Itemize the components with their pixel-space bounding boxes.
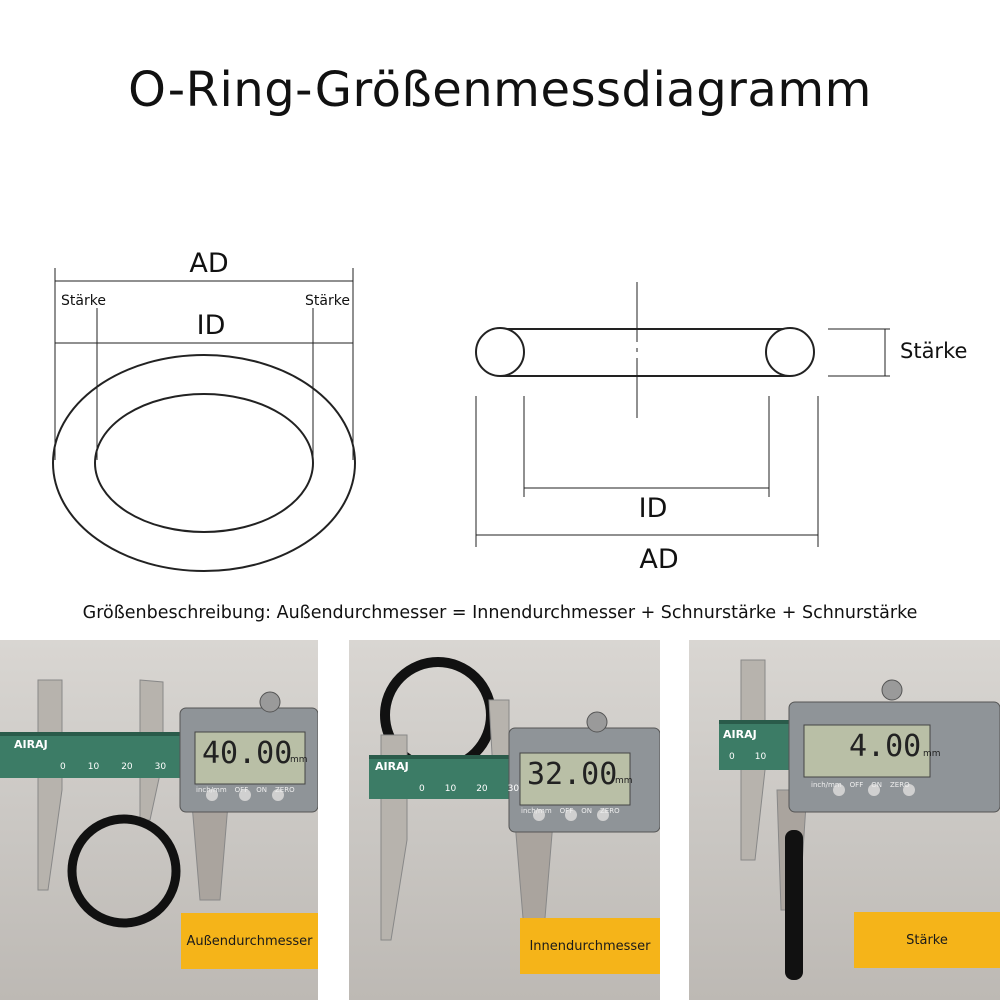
right-thickness-label: Stärke [305, 293, 350, 309]
button-label: OFF [849, 781, 864, 789]
caliper-scale: 0 10 [729, 752, 766, 762]
left-id-label: ID [197, 310, 226, 341]
scale-mark: 0 [60, 762, 66, 772]
caliper-buttons: inch/mm OFF ON ZERO [521, 807, 620, 815]
left-thickness-label: Stärke [61, 293, 106, 309]
caliper-brand: AIRAJ [723, 728, 757, 741]
button-label: inch/mm [196, 786, 227, 794]
cross-section-id-label: ID [639, 493, 668, 524]
scale-mark: 20 [476, 784, 488, 794]
scale-mark: 0 [729, 752, 735, 762]
caption-inner-diameter: Innendurchmesser [520, 918, 660, 974]
button-label: ON [256, 786, 267, 794]
reading-unit: mm [923, 749, 941, 759]
caliper-scale: 0 10 20 30 [419, 784, 519, 794]
scale-mark: 10 [754, 752, 767, 762]
cross-section-od-label: AD [639, 544, 678, 575]
o-ring-diagram: AD ID Stärke Stärke Stärke ID AD [52, 248, 967, 575]
scale-mark: 30 [154, 762, 167, 772]
caliper-buttons: inch/mm OFF ON ZERO [811, 781, 910, 789]
caption-thickness: Stärke [854, 912, 1000, 968]
button-label: inch/mm [811, 781, 842, 789]
cross-section-thickness-label: Stärke [900, 339, 967, 363]
caption-outer-diameter: Außendurchmesser [181, 913, 318, 969]
reading-unit: mm [615, 776, 633, 786]
scale-mark: 10 [444, 784, 457, 794]
caliper-reading: 40.00 [202, 736, 293, 771]
left-ring-view [52, 268, 356, 572]
reading-unit: mm [290, 755, 308, 765]
photo-thickness: AIRAJ 0 10 4.00 mm inch/mm OFF ON ZERO Stärk… [689, 640, 1000, 1000]
caliper-brand: AIRAJ [14, 738, 48, 751]
button-label: ZERO [274, 786, 295, 794]
button-label: ON [871, 781, 882, 789]
caliper-scale: 0 10 20 30 [60, 762, 166, 772]
page-title: O-Ring-Größenmessdiagramm [128, 62, 872, 118]
button-label: ZERO [889, 781, 910, 789]
caliper-reading: 32.00 [527, 757, 618, 792]
scale-mark: 20 [121, 762, 133, 772]
button-label: OFF [559, 807, 574, 815]
size-description: Größenbeschreibung: Außendurchmesser = I… [82, 603, 918, 623]
scale-mark: 0 [419, 784, 425, 794]
button-label: OFF [234, 786, 249, 794]
caliper-buttons: inch/mm OFF ON ZERO [196, 786, 295, 794]
scale-mark: 30 [507, 784, 520, 794]
button-label: ON [581, 807, 592, 815]
caliper-reading: 4.00 [849, 729, 922, 764]
scale-mark: 10 [87, 762, 100, 772]
caliper-brand: AIRAJ [375, 760, 409, 773]
right-cross-section-view [475, 282, 890, 547]
left-od-label: AD [189, 248, 228, 279]
button-label: inch/mm [521, 807, 552, 815]
button-label: ZERO [599, 807, 620, 815]
